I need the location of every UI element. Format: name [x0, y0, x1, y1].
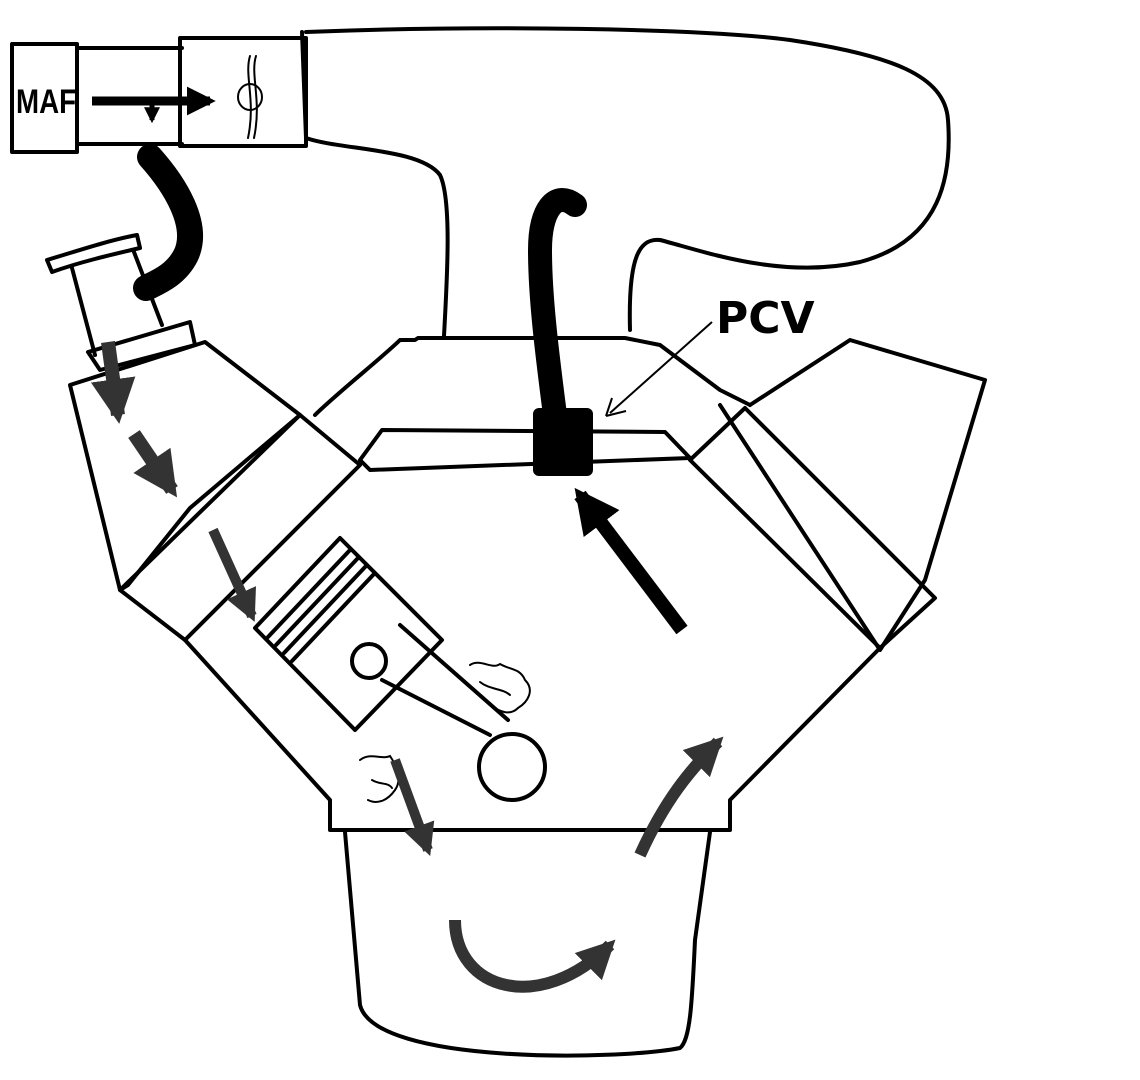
- throttle-flange: [300, 30, 308, 140]
- airflow-arrows: [90, 341, 724, 993]
- pcv-leader-head: [605, 397, 627, 417]
- wrist-pin: [350, 642, 388, 680]
- maf-sensor: [10, 42, 79, 154]
- intake-plenum: [304, 26, 951, 332]
- pcv-valve: [533, 408, 593, 476]
- valley-cover: [313, 336, 752, 417]
- right-deck: [688, 406, 937, 650]
- pcv-label: PCV: [716, 293, 815, 344]
- breather-tap-arrow: [143, 98, 161, 124]
- intake-tube: [75, 46, 184, 146]
- throttle-plate-icon: [237, 55, 263, 139]
- intake-tract: [10, 30, 308, 154]
- pcv-leader-arrow: [609, 321, 713, 414]
- breather-hose: [133, 144, 203, 301]
- oil-pan: [343, 830, 712, 1058]
- flow-arrow-rise: [634, 736, 724, 858]
- right-cylinder-head: [718, 338, 987, 652]
- maf-label: MAF: [16, 83, 76, 121]
- flow-arrow-pan: [449, 919, 616, 993]
- flow-arrow-2: [128, 430, 178, 498]
- piston: [253, 536, 444, 732]
- piston-assembly: [253, 536, 547, 803]
- valley-tray: [358, 428, 692, 472]
- left-cylinder-head: [68, 340, 302, 592]
- plenum-runner: [304, 136, 450, 338]
- flow-arrow-1: [90, 341, 136, 424]
- pcv-hose: [527, 188, 587, 427]
- blow-by-puff-upper: [469, 661, 531, 714]
- oil-filler-pipe: [45, 233, 164, 357]
- flow-arrow-4: [390, 758, 435, 857]
- left-deck: [118, 413, 362, 642]
- piston-rings: [266, 548, 376, 663]
- crank-journal: [477, 732, 547, 802]
- pcv-suction-arrow: [574, 487, 688, 635]
- throttle-body: [178, 36, 308, 148]
- block-outline: [183, 638, 882, 832]
- flow-arrow-3: [208, 527, 257, 622]
- engine-block: [68, 336, 987, 1058]
